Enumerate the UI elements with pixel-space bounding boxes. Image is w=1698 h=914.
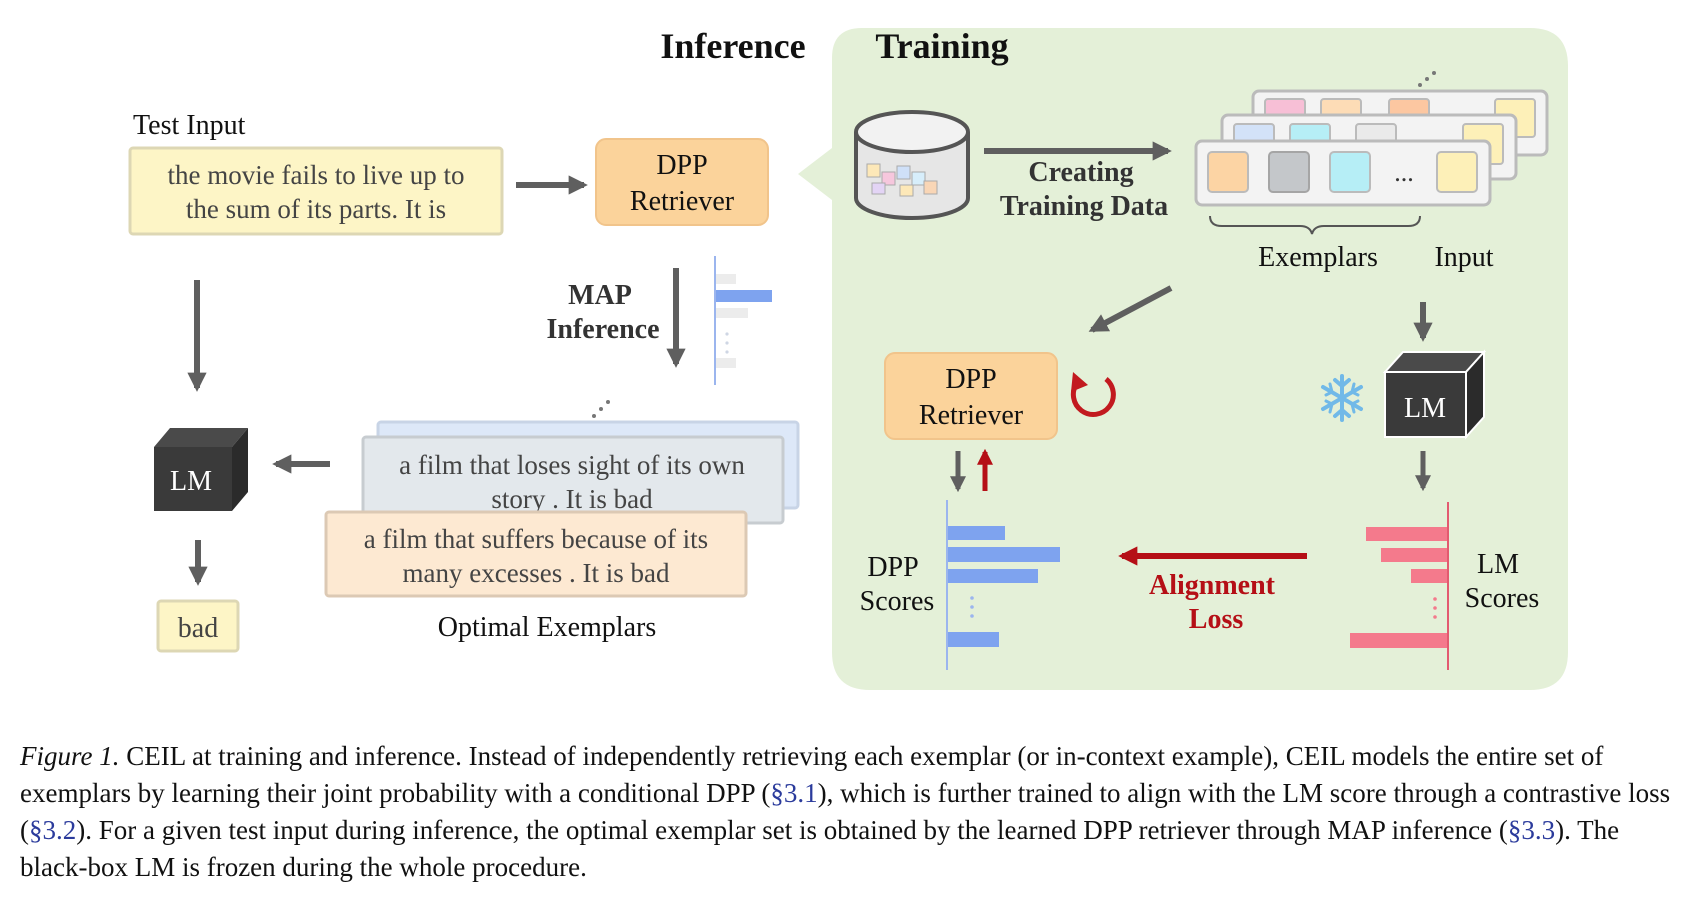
caption-part-3: ). For a given test input during inferen…: [76, 815, 1508, 845]
caption-part-4: ). The black-box LM is frozen during the…: [20, 815, 1620, 882]
figure-label: Figure 1.: [20, 741, 120, 771]
inference-dpp-retriever-line-2: Retriever: [630, 186, 735, 217]
exemplars-label: Exemplars: [1258, 242, 1378, 273]
test-input-line-2: the sum of its parts. It is: [186, 194, 446, 224]
test-input-box: [128, 146, 504, 236]
caption-part-1: CEIL at training and inference. Instead …: [20, 741, 1604, 808]
dpp-scores-line-2: Scores: [860, 586, 935, 617]
training-dpp-retriever-line-2: Retriever: [919, 400, 1024, 431]
training-dpp-retriever-line-1: DPP: [945, 364, 996, 395]
output-box: [156, 599, 240, 653]
exemplar-back-line-1: a film that loses sight of its own: [399, 450, 745, 480]
map-inference-line-1: MAP: [568, 280, 632, 311]
training-lm-cube: [1382, 349, 1487, 440]
exemplars-brace: [1209, 215, 1421, 235]
input-label: Input: [1434, 242, 1493, 273]
dpp-scores-bars: [946, 500, 1060, 670]
training-heading: Training: [875, 26, 1008, 66]
exemplar-back-line-2: story . It is bad: [491, 484, 653, 514]
exemplar-front-line-1: a film that suffers because of its: [364, 524, 708, 554]
figure-caption: Figure 1. CEIL at training and inference…: [20, 738, 1680, 886]
inference-dpp-retriever-line-1: DPP: [656, 150, 707, 181]
inference-lm-label: LM: [170, 466, 212, 497]
section-ref-3-1[interactable]: §3.1: [770, 778, 818, 808]
test-input-line-1: the movie fails to live up to: [168, 160, 465, 190]
map-inference-line-2: Inference: [547, 314, 660, 345]
alignment-loss-line-2: Loss: [1189, 604, 1244, 635]
training-sequence-front: [1194, 139, 1492, 207]
inference-score-bars: [714, 256, 772, 385]
arrow-data-to-training-retriever: [1088, 285, 1173, 333]
inference-lm-cube: [154, 428, 248, 511]
dpp-scores-line-1: DPP: [867, 552, 918, 583]
output-text: bad: [178, 613, 218, 644]
inference-dpp-retriever-box: [595, 138, 769, 226]
refresh-icon: [1070, 372, 1116, 417]
test-input-label: Test Input: [133, 110, 246, 141]
exemplar-card-front: [324, 510, 748, 598]
lm-scores-line-1: LM: [1477, 549, 1519, 580]
section-ref-3-3[interactable]: §3.3: [1507, 815, 1556, 845]
inference-heading: Inference: [660, 26, 805, 66]
alignment-loss-line-1: Alignment: [1149, 570, 1276, 601]
section-ref-3-2[interactable]: §3.2: [29, 815, 77, 845]
exemplar-stack-dots: [592, 400, 610, 418]
training-dpp-retriever-box: [884, 352, 1058, 440]
database-icon: [854, 110, 970, 220]
exemplar-front-line-2: many excesses . It is bad: [403, 558, 670, 588]
training-lm-label: LM: [1404, 393, 1446, 424]
creating-training-data-line-1: Creating: [1028, 157, 1133, 188]
lm-scores-line-2: Scores: [1465, 583, 1540, 614]
training-sequence-stack-dots: [1418, 71, 1436, 87]
training-sequence-ellipsis: ...: [1394, 158, 1414, 187]
lm-scores-bars: [1350, 502, 1449, 670]
optimal-exemplars-label: Optimal Exemplars: [438, 612, 657, 643]
caption-part-2: ), which is further trained to align wit…: [20, 778, 1671, 845]
creating-training-data-line-2: Training Data: [1000, 191, 1168, 222]
snowflake-icon: [1321, 374, 1363, 422]
